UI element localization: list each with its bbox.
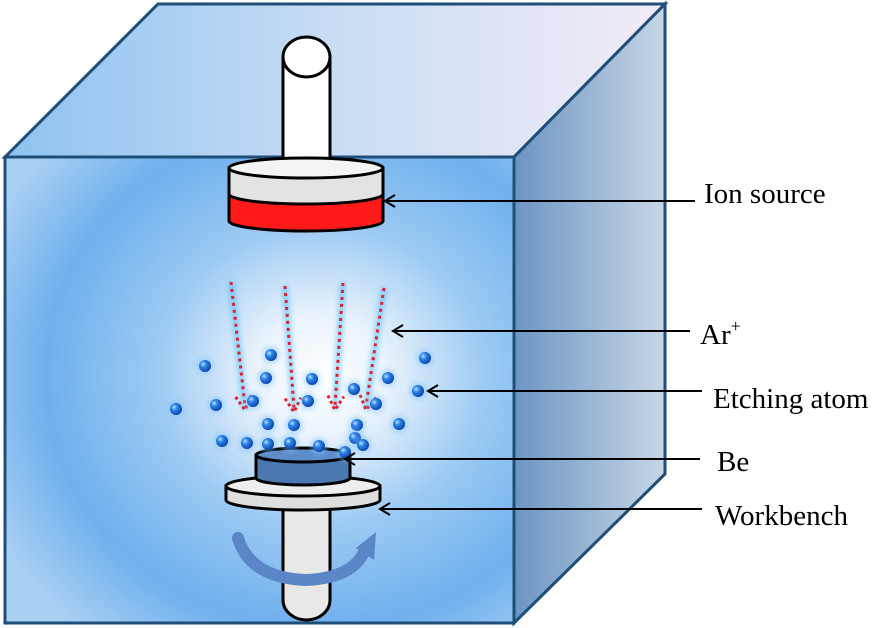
ar-ion-label-base: Ar bbox=[700, 319, 731, 351]
ar-ion-label: Ar+ bbox=[700, 316, 741, 351]
ion-arrow-glow bbox=[362, 287, 388, 411]
etching-atom bbox=[351, 419, 363, 431]
ion-arrow-head bbox=[326, 394, 346, 414]
ion-source-assembly bbox=[227, 35, 385, 233]
workbench-shaft bbox=[281, 505, 332, 622]
etching-atom bbox=[348, 383, 360, 395]
etching-atom bbox=[393, 418, 405, 430]
leader-etching-atom-head bbox=[426, 384, 439, 398]
etching-atoms bbox=[167, 346, 434, 461]
etching-atom bbox=[302, 395, 314, 407]
etching-atom bbox=[306, 373, 318, 385]
leader-workbench-head bbox=[378, 502, 391, 516]
etching-atom bbox=[199, 360, 211, 372]
etching-atom bbox=[262, 438, 274, 450]
etching-atom bbox=[210, 399, 222, 411]
ion-arrow-shaft bbox=[364, 287, 386, 407]
etching-atom bbox=[170, 403, 182, 415]
workbench-assembly bbox=[224, 446, 382, 622]
leader-be-head bbox=[343, 452, 356, 466]
rotation-arrow bbox=[232, 532, 370, 587]
ar-ion-label-superscript: + bbox=[731, 316, 741, 336]
etching-atom bbox=[262, 418, 274, 430]
etching-atom bbox=[260, 372, 272, 384]
etching-atom bbox=[284, 437, 296, 449]
vacuum-chamber bbox=[1, 0, 669, 627]
ar-ion-beam bbox=[227, 281, 388, 416]
be-label: Be bbox=[717, 446, 749, 478]
etching-atom bbox=[419, 352, 431, 364]
etching-atom bbox=[339, 446, 351, 458]
ion-arrow-head bbox=[283, 396, 303, 416]
leader-lines bbox=[343, 194, 702, 516]
rotation-arrowhead bbox=[356, 532, 376, 560]
etching-atom bbox=[241, 437, 253, 449]
etching-atom bbox=[216, 435, 228, 447]
etching-atom bbox=[382, 372, 394, 384]
etching-atom bbox=[357, 439, 369, 451]
ion-source-label: Ion source bbox=[704, 178, 826, 210]
ion-source-top bbox=[227, 156, 385, 180]
etching-atom bbox=[313, 440, 325, 452]
leader-ion-source-head bbox=[383, 194, 396, 208]
workbench-label: Workbench bbox=[715, 500, 848, 532]
etching-atom bbox=[247, 395, 259, 407]
etching-atom bbox=[288, 419, 300, 431]
etching-atom bbox=[265, 349, 277, 361]
etching-atom-label: Etching atom bbox=[713, 383, 869, 415]
etching-atom bbox=[370, 398, 382, 410]
leader-ar-head bbox=[391, 324, 404, 338]
ion-source-rod-cap bbox=[281, 35, 332, 79]
etching-atom bbox=[412, 385, 424, 397]
